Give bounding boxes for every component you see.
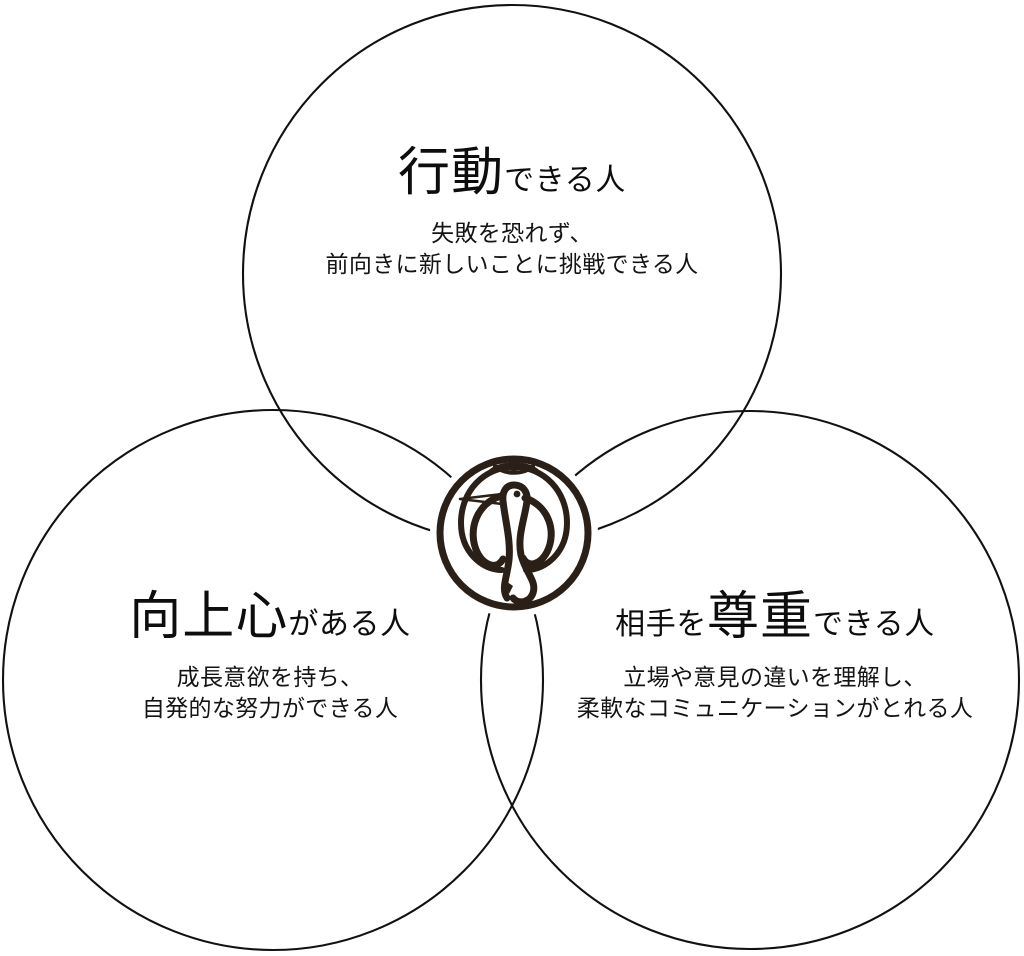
lobe-top-body-line1: 失敗を恐れず、 [431,221,593,246]
lobe-left-body: 成長意欲を持ち、 自発的な努力ができる人 [28,662,512,724]
emblem-beak [458,492,504,506]
emblem-crown-center [507,465,521,471]
crane-logo-emblem [429,448,599,618]
circle-bottom-left [1,408,545,952]
lobe-top-heading-suffix: できる人 [504,164,626,197]
emblem-outer-ring [436,455,592,611]
lobe-left-heading-suffix: がある人 [288,608,411,641]
emblem-tail-notch [503,579,513,594]
emblem-wing-right [519,494,555,568]
emblem-eye [513,490,521,498]
lobe-right-heading-prefix: 相手を [615,608,707,641]
emblem-crown-arc [487,462,541,475]
emblem-crane-body [509,481,538,606]
lobe-left-body-line2: 自発的な努力ができる人 [141,696,399,722]
lobe-top-heading: 行動できる人 [262,148,762,200]
circle-bottom-right [479,409,1021,951]
lobe-text-bottom-right: 相手を尊重できる人 立場や意見の違いを理解し、 柔軟なコミュニケーションがとれる… [530,592,1020,724]
lobe-text-top: 行動できる人 失敗を恐れず、 前向きに新しいことに挑戦できる人 [262,148,762,280]
lobe-right-heading: 相手を尊重できる人 [530,592,1020,644]
lobe-right-body: 立場や意見の違いを理解し、 柔軟なコミュニケーションがとれる人 [530,662,1020,724]
emblem-wing-left [469,492,507,569]
lobe-left-body-line1: 成長意欲を持ち、 [176,665,364,690]
lobe-left-heading: 向上心がある人 [28,592,512,644]
lobe-right-heading-main: 尊重 [706,589,814,646]
lobe-left-heading-main: 向上心 [129,589,289,646]
lobe-right-heading-suffix: できる人 [813,608,935,641]
lobe-right-body-line2: 柔軟なコミュニケーションがとれる人 [576,696,974,722]
crane-logo-icon [430,449,598,617]
lobe-text-bottom-left: 向上心がある人 成長意欲を持ち、 自発的な努力ができる人 [28,592,512,724]
lobe-top-body: 失敗を恐れず、 前向きに新しいことに挑戦できる人 [262,218,762,280]
lobe-top-heading-main: 行動 [398,145,505,202]
emblem-crown-cross [493,464,535,475]
lobe-top-body-line2: 前向きに新しいことに挑戦できる人 [325,252,699,278]
lobe-right-body-line1: 立場や意見の違いを理解し、 [623,665,927,690]
